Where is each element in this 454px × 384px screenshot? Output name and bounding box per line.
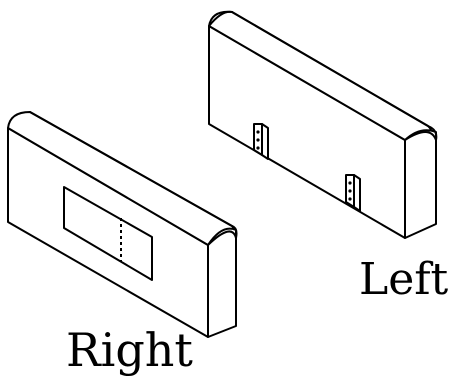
left-panel xyxy=(208,10,438,239)
left-panel-corner-curve xyxy=(404,131,437,141)
left-panel-edge xyxy=(231,11,438,141)
right-panel-window xyxy=(63,186,153,281)
right-panel xyxy=(7,111,238,338)
left-bracket-1 xyxy=(253,123,269,160)
left-panel-inner-edge xyxy=(208,10,233,27)
right-panel-corner-curve xyxy=(207,230,237,246)
left-panel-side-face xyxy=(404,129,437,239)
left-bracket-2 xyxy=(345,174,361,212)
left-label: Left xyxy=(359,254,449,305)
right-panel-side-face xyxy=(207,227,237,338)
right-label: Right xyxy=(66,323,193,377)
